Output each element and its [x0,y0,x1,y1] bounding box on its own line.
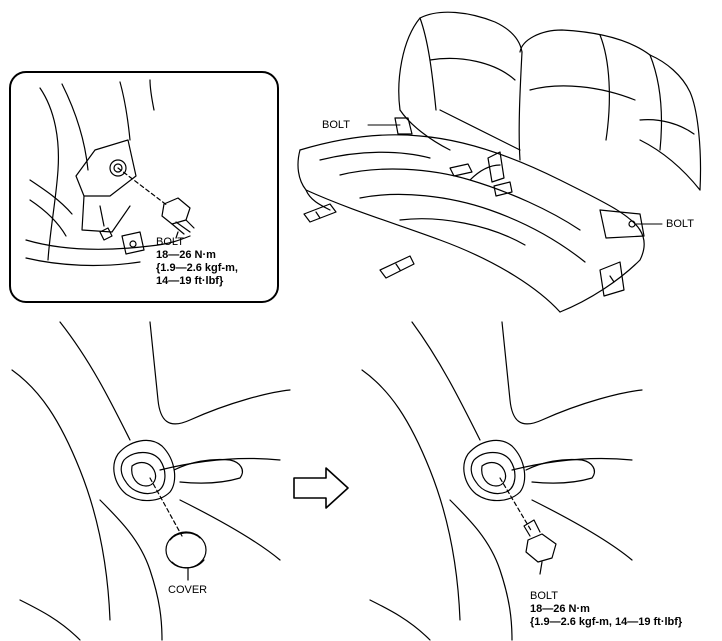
inset-bolt-icon [161,197,195,235]
cover-view [11,321,291,641]
bolt-icon [523,519,557,563]
cover-guide [149,477,183,537]
next-step-arrow-icon [293,467,349,509]
seat-view [297,11,702,313]
seat-bolt-left-label: BOLT [322,119,350,131]
bolt-torque-nm: 18—26 N·m [530,603,590,615]
inset-torque-kgf: {1.9—2.6 kgf-m, [156,262,238,274]
inset-frame [9,71,279,303]
bolt-torque-kgf-ftlbf: {1.9—2.6 kgf-m, 14—19 ft·lbf} [530,616,683,628]
bolt-label: BOLT [530,590,558,602]
bolt-view [361,321,643,641]
inset-torque-ftlbf: 14—19 ft·lbf} [156,275,224,287]
cover-icon [165,531,207,569]
seat-bolt-right-label: BOLT [666,218,694,230]
bolt-guide [499,477,533,533]
inset-bolt-guide [117,167,169,207]
inset-bolt-label: BOLT [156,236,184,248]
inset-torque-nm: 18—26 N·m [156,249,216,261]
cover-label: COVER [168,584,208,596]
inset-panel [9,71,279,303]
